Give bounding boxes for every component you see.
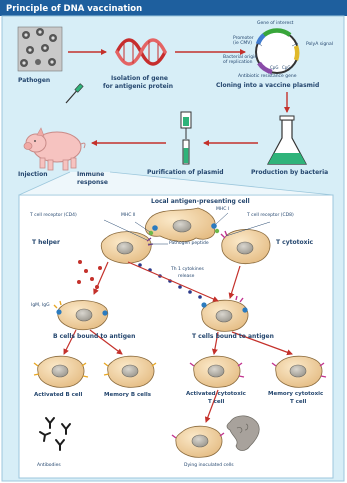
label-immune-2: response	[77, 180, 108, 186]
label-memory-ct-1: Memory cytotoxic	[268, 392, 323, 398]
label-antibodies: Antibodies	[37, 464, 61, 469]
label-activated-b: Activated B cell	[34, 393, 82, 399]
label-pathogen-peptide: Pathogen peptide	[169, 242, 209, 247]
plasmid-gene-of-interest: Gene of interest	[257, 22, 293, 27]
label-th1-2: release	[178, 275, 194, 280]
label-memory-b: Memory B cells	[104, 393, 151, 399]
label-mhc2: MHC II	[121, 214, 136, 219]
label-local-apc: Local antigen-presenting cell	[151, 199, 250, 205]
label-isolation-1: Isolation of gene	[111, 76, 168, 82]
label-production: Production by bacteria	[251, 170, 328, 176]
label-dying: Dying inoculated cells	[184, 464, 234, 469]
label-immune-1: Immune	[77, 172, 104, 178]
label-t-helper: T helper	[32, 240, 60, 246]
label-tcr-cd8: T cell receptor (CD8)	[247, 214, 294, 219]
label-t-cytotoxic: T cytotoxic	[276, 240, 313, 246]
label-activated-ct-2: T cell	[208, 400, 224, 406]
label-purification: Purification of plasmid	[147, 170, 224, 176]
label-mhc1: MHC I	[216, 208, 229, 213]
plasmid-cpg-1: CpG	[270, 66, 278, 70]
label-th1-1: Th 1 cytokines	[171, 268, 204, 273]
label-memory-ct-2: T cell	[290, 400, 306, 406]
label-activated-ct-1: Activated cytotoxic	[186, 392, 246, 398]
label-b-bound: B cells bound to antigen	[53, 334, 135, 340]
label-t-bound: T cells bound to antigen	[192, 334, 274, 340]
plasmid-cpg-2: CpG	[282, 66, 290, 70]
label-isolation-2: for antigenic protein	[103, 84, 173, 90]
label-pathogen: Pathogen	[18, 78, 50, 84]
label-injection: Injection	[18, 172, 48, 178]
pathogen-image	[18, 27, 62, 71]
label-cloning: Cloning into a vaccine plasmid	[216, 83, 319, 89]
page-title: Principle of DNA vaccination	[6, 2, 347, 16]
plasmid-promoter-2: (ie CMV)	[233, 42, 252, 47]
plasmid-polya: PolyA signal	[306, 43, 333, 48]
t-cytotoxic-cell	[221, 229, 270, 263]
plasmid-origin-2: of replication	[223, 61, 253, 66]
plasmid-antibiotic: Antibiotic resistance gene	[238, 75, 296, 80]
label-igm-igg: IgM, IgG	[31, 304, 50, 309]
label-tcr-cd4: T cell receptor (CD4)	[30, 214, 77, 219]
